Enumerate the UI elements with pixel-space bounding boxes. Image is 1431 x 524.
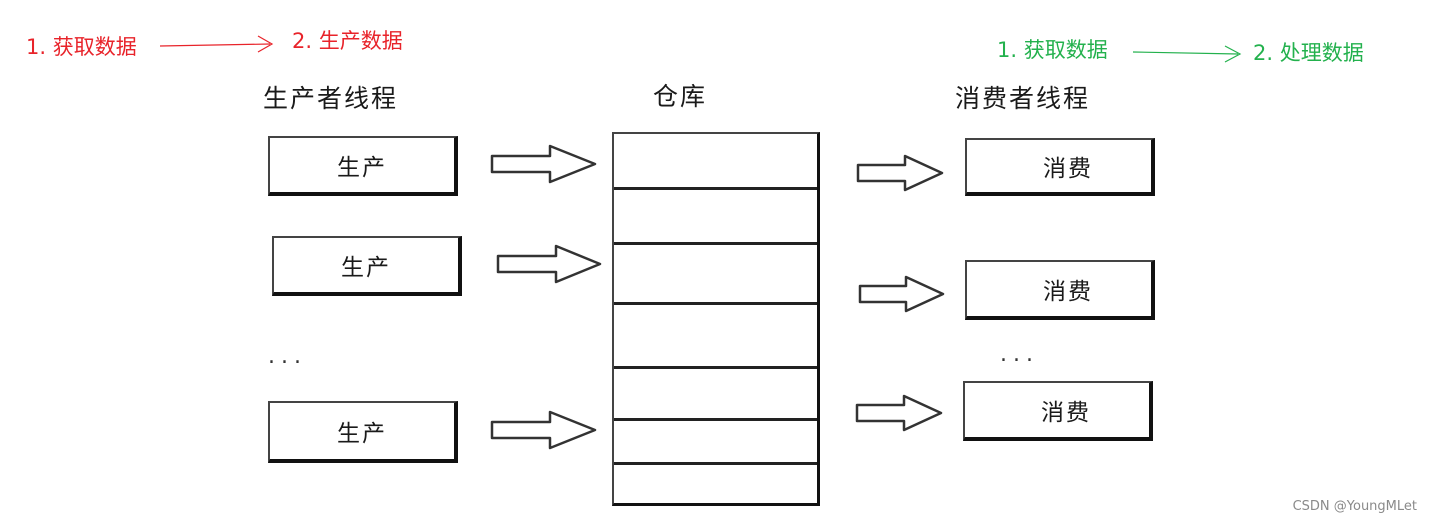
consumer-thread-heading: 消费者线程 [955,84,1091,113]
consumer-box: 消费 [965,138,1155,196]
block-arrow-right-icon [855,394,943,432]
warehouse-shelf-divider [614,462,817,465]
producer-box-label: 生产 [337,155,387,181]
producer-step-get-data: 1. 获取数据 [26,35,137,59]
block-arrow-right-icon [490,144,597,184]
producer-ellipsis: ... [268,344,307,369]
warehouse-shelf-divider [614,242,817,245]
thin-arrow-right-icon [159,35,274,53]
warehouse [612,132,820,506]
warehouse-shelf-divider [614,302,817,305]
block-arrow-right-icon [858,275,945,313]
watermark: CSDN @YoungMLet [1292,499,1417,514]
producer-box: 生产 [268,401,458,463]
producer-box: 生产 [272,236,462,296]
consumer-box-label: 消费 [1043,156,1093,182]
consumer-box-label: 消费 [1041,400,1091,426]
producer-step-produce-data: 2. 生产数据 [292,29,403,53]
producer-box-label: 生产 [341,255,391,281]
consumer-box: 消费 [963,381,1153,441]
producer-box-label: 生产 [337,421,387,447]
consumer-box: 消费 [965,260,1155,320]
block-arrow-right-icon [496,244,602,284]
consumer-step-process-data: 2. 处理数据 [1253,41,1364,65]
consumer-ellipsis: ... [1000,342,1039,367]
thin-arrow-right-icon [1132,45,1242,63]
consumer-box-label: 消费 [1043,279,1093,305]
producer-thread-heading: 生产者线程 [263,84,399,113]
producer-box: 生产 [268,136,458,196]
warehouse-shelf-divider [614,187,817,190]
block-arrow-right-icon [490,410,597,450]
block-arrow-right-icon [856,154,944,192]
consumer-step-get-data: 1. 获取数据 [997,38,1108,62]
warehouse-shelf-divider [614,366,817,369]
warehouse-heading: 仓库 [653,82,708,111]
warehouse-shelf-divider [614,418,817,421]
